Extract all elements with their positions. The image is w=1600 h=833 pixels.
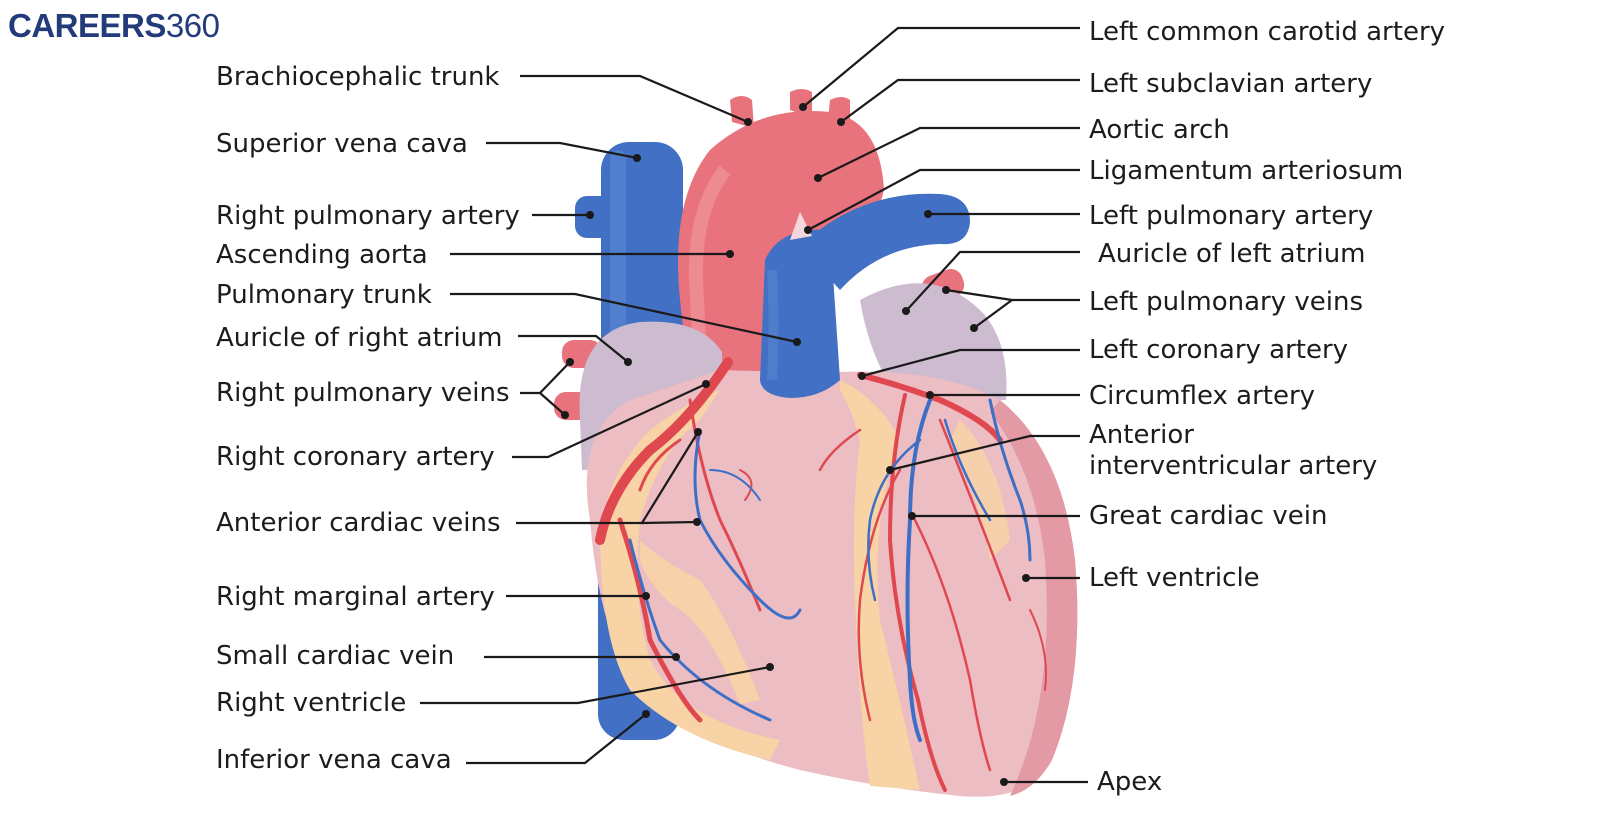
label-left-pulmonary-artery: Left pulmonary artery — [1089, 201, 1373, 231]
label-anterior-interventricular-line2: interventricular artery — [1089, 451, 1377, 481]
leader-lines-right — [802, 26, 1088, 784]
logo-text-360: 360 — [165, 7, 220, 44]
label-anterior-interventricular-line1: Anterior — [1089, 420, 1194, 450]
label-inferior-vena-cava: Inferior vena cava — [216, 745, 452, 775]
label-left-ventricle: Left ventricle — [1089, 563, 1260, 593]
label-circumflex-artery: Circumflex artery — [1089, 381, 1315, 411]
label-right-pulmonary-artery: Right pulmonary artery — [216, 201, 520, 231]
label-auricle-left-atrium: Auricle of left atrium — [1098, 239, 1366, 269]
label-right-pulmonary-veins: Right pulmonary veins — [216, 378, 510, 408]
labels-right: Left common carotid artery Left subclavi… — [1089, 17, 1445, 797]
label-anterior-cardiac-veins: Anterior cardiac veins — [216, 508, 501, 538]
careers360-logo: CAREERS360 — [8, 6, 220, 46]
label-left-coronary-artery: Left coronary artery — [1089, 335, 1348, 365]
cardiac-veins — [628, 398, 1032, 742]
label-right-ventricle: Right ventricle — [216, 688, 406, 718]
label-left-pulmonary-veins: Left pulmonary veins — [1089, 287, 1363, 317]
ventricles-shape — [586, 370, 1078, 797]
label-right-coronary-artery: Right coronary artery — [216, 442, 495, 472]
label-right-marginal-artery: Right marginal artery — [216, 582, 495, 612]
label-small-cardiac-vein: Small cardiac vein — [216, 641, 454, 671]
labels-left: Brachiocephalic trunk Superior vena cava… — [216, 62, 520, 775]
label-left-common-carotid-artery: Left common carotid artery — [1089, 17, 1445, 47]
label-aortic-arch: Aortic arch — [1089, 115, 1230, 145]
label-ascending-aorta: Ascending aorta — [216, 240, 428, 270]
label-ligamentum-arteriosum: Ligamentum arteriosum — [1089, 156, 1403, 186]
label-auricle-right-atrium: Auricle of right atrium — [216, 323, 502, 353]
label-superior-vena-cava: Superior vena cava — [216, 129, 468, 159]
label-brachiocephalic-trunk: Brachiocephalic trunk — [216, 62, 499, 92]
coronary-arteries — [595, 357, 1047, 792]
label-apex: Apex — [1097, 767, 1162, 797]
label-left-subclavian-artery: Left subclavian artery — [1089, 69, 1372, 99]
label-pulmonary-trunk: Pulmonary trunk — [216, 280, 432, 310]
leader-lines-left — [420, 74, 798, 765]
pointer-dots — [561, 103, 1030, 786]
logo-text-careers: CAREERS — [8, 7, 166, 44]
label-great-cardiac-vein: Great cardiac vein — [1089, 501, 1327, 531]
